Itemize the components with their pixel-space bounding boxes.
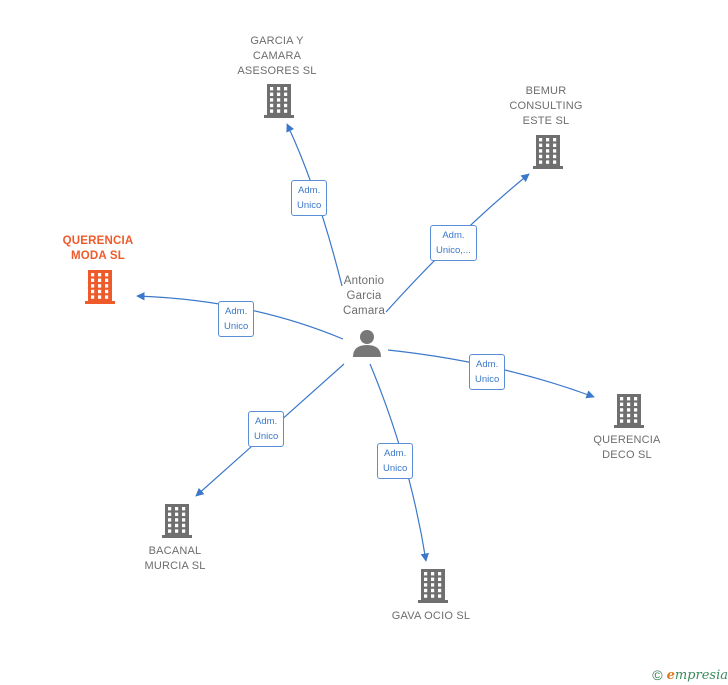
building-icon-querencia-moda[interactable] [85, 270, 115, 304]
building-icon-garcia[interactable] [264, 84, 294, 118]
edge-label-bemur[interactable]: Adm. Unico,... [430, 225, 477, 261]
edge-label-gava[interactable]: Adm. Unico [377, 443, 414, 479]
edge-label-bacanal[interactable]: Adm. Unico [248, 411, 285, 447]
building-icon-bacanal[interactable] [162, 504, 192, 538]
company-label-gava[interactable]: GAVA OCIO SL [391, 610, 471, 622]
edge-label-querencia-deco[interactable]: Adm. Unico [469, 354, 506, 390]
company-label-garcia[interactable]: GARCIA Y CAMARA ASESORES SL [237, 35, 317, 77]
company-label-bemur[interactable]: BEMUR CONSULTING ESTE SL [509, 85, 583, 127]
company-label-bacanal[interactable]: BACANAL MURCIA SL [144, 545, 206, 572]
brand-logo: empresia [666, 667, 728, 683]
building-icon-gava[interactable] [418, 569, 448, 603]
footer-brand: © empresia [652, 667, 728, 683]
building-icon-bemur[interactable] [533, 135, 563, 169]
building-icon-querencia-deco[interactable] [614, 394, 644, 428]
edge-label-garcia[interactable]: Adm. Unico [291, 180, 328, 216]
edge-label-querencia-moda[interactable]: Adm. Unico [218, 301, 255, 337]
person-label[interactable]: Antonio Garcia Camara [342, 275, 386, 317]
company-label-querencia-moda[interactable]: QUERENCIA MODA SL [62, 235, 134, 262]
copyright-icon: © [652, 667, 663, 683]
company-label-querencia-deco[interactable]: QUERENCIA DECO SL [593, 434, 661, 461]
person-icon[interactable] [353, 330, 381, 357]
